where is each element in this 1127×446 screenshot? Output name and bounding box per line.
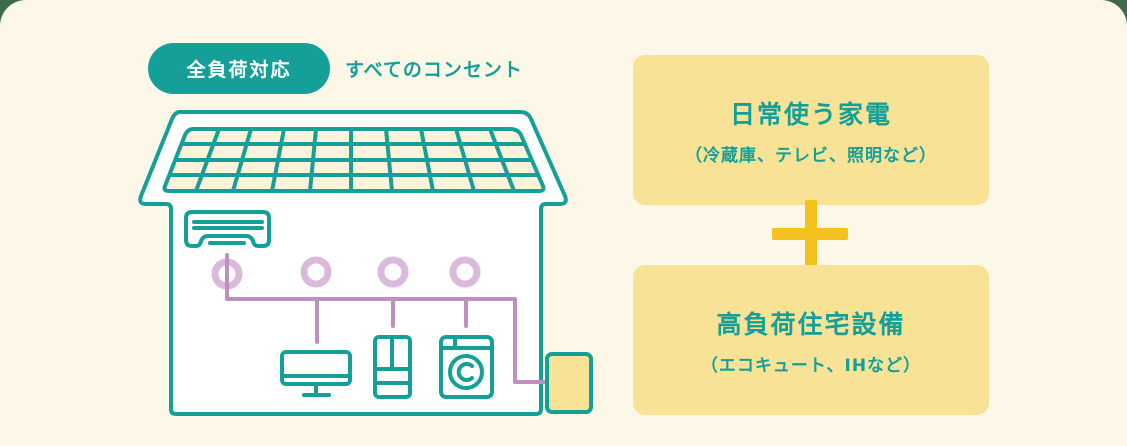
solar-panel-icon	[162, 127, 546, 193]
battery-icon	[545, 352, 593, 414]
washing-machine-icon	[439, 335, 494, 399]
air-conditioner-icon	[184, 210, 271, 248]
badge-caption: すべてのコンセント	[345, 59, 523, 81]
full-load-badge: 全負荷対応	[148, 43, 330, 94]
refrigerator-icon	[373, 335, 412, 399]
card-everyday-appliances: 日常使う家電 （冷蔵庫、テレビ、照明など）	[633, 55, 989, 205]
plus-icon-bar	[772, 228, 848, 240]
card-title: 日常使う家電	[729, 99, 892, 129]
card-high-load-equipment: 高負荷住宅設備 （エコキュート、IHなど）	[633, 265, 989, 415]
card-subtitle: （冷蔵庫、テレビ、照明など）	[685, 145, 937, 166]
card-title: 高負荷住宅設備	[716, 309, 906, 339]
badge-label: 全負荷対応	[186, 59, 292, 81]
card-subtitle: （エコキュート、IHなど）	[700, 355, 922, 376]
television-icon	[280, 350, 352, 397]
house-illustration	[138, 110, 593, 416]
